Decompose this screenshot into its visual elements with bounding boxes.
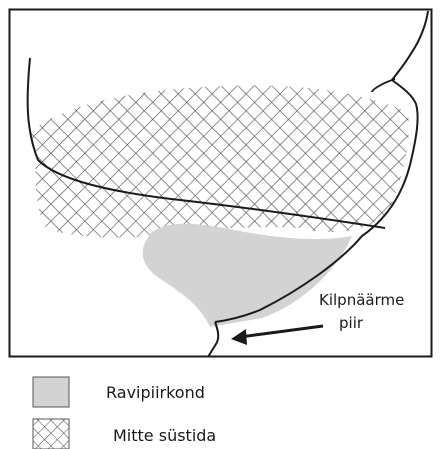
legend: Ravipiirkond Mitte süstida bbox=[33, 377, 216, 449]
legend-label-no-injection: Mitte süstida bbox=[113, 426, 216, 445]
thyroid-label-line1: Kilpnäärme bbox=[319, 291, 404, 309]
legend-swatch-no-injection bbox=[33, 419, 69, 449]
no-injection-zone bbox=[30, 86, 409, 238]
thyroid-label-line2: piir bbox=[339, 314, 364, 332]
legend-swatch-treatment bbox=[33, 377, 69, 407]
legend-label-treatment: Ravipiirkond bbox=[106, 383, 205, 402]
